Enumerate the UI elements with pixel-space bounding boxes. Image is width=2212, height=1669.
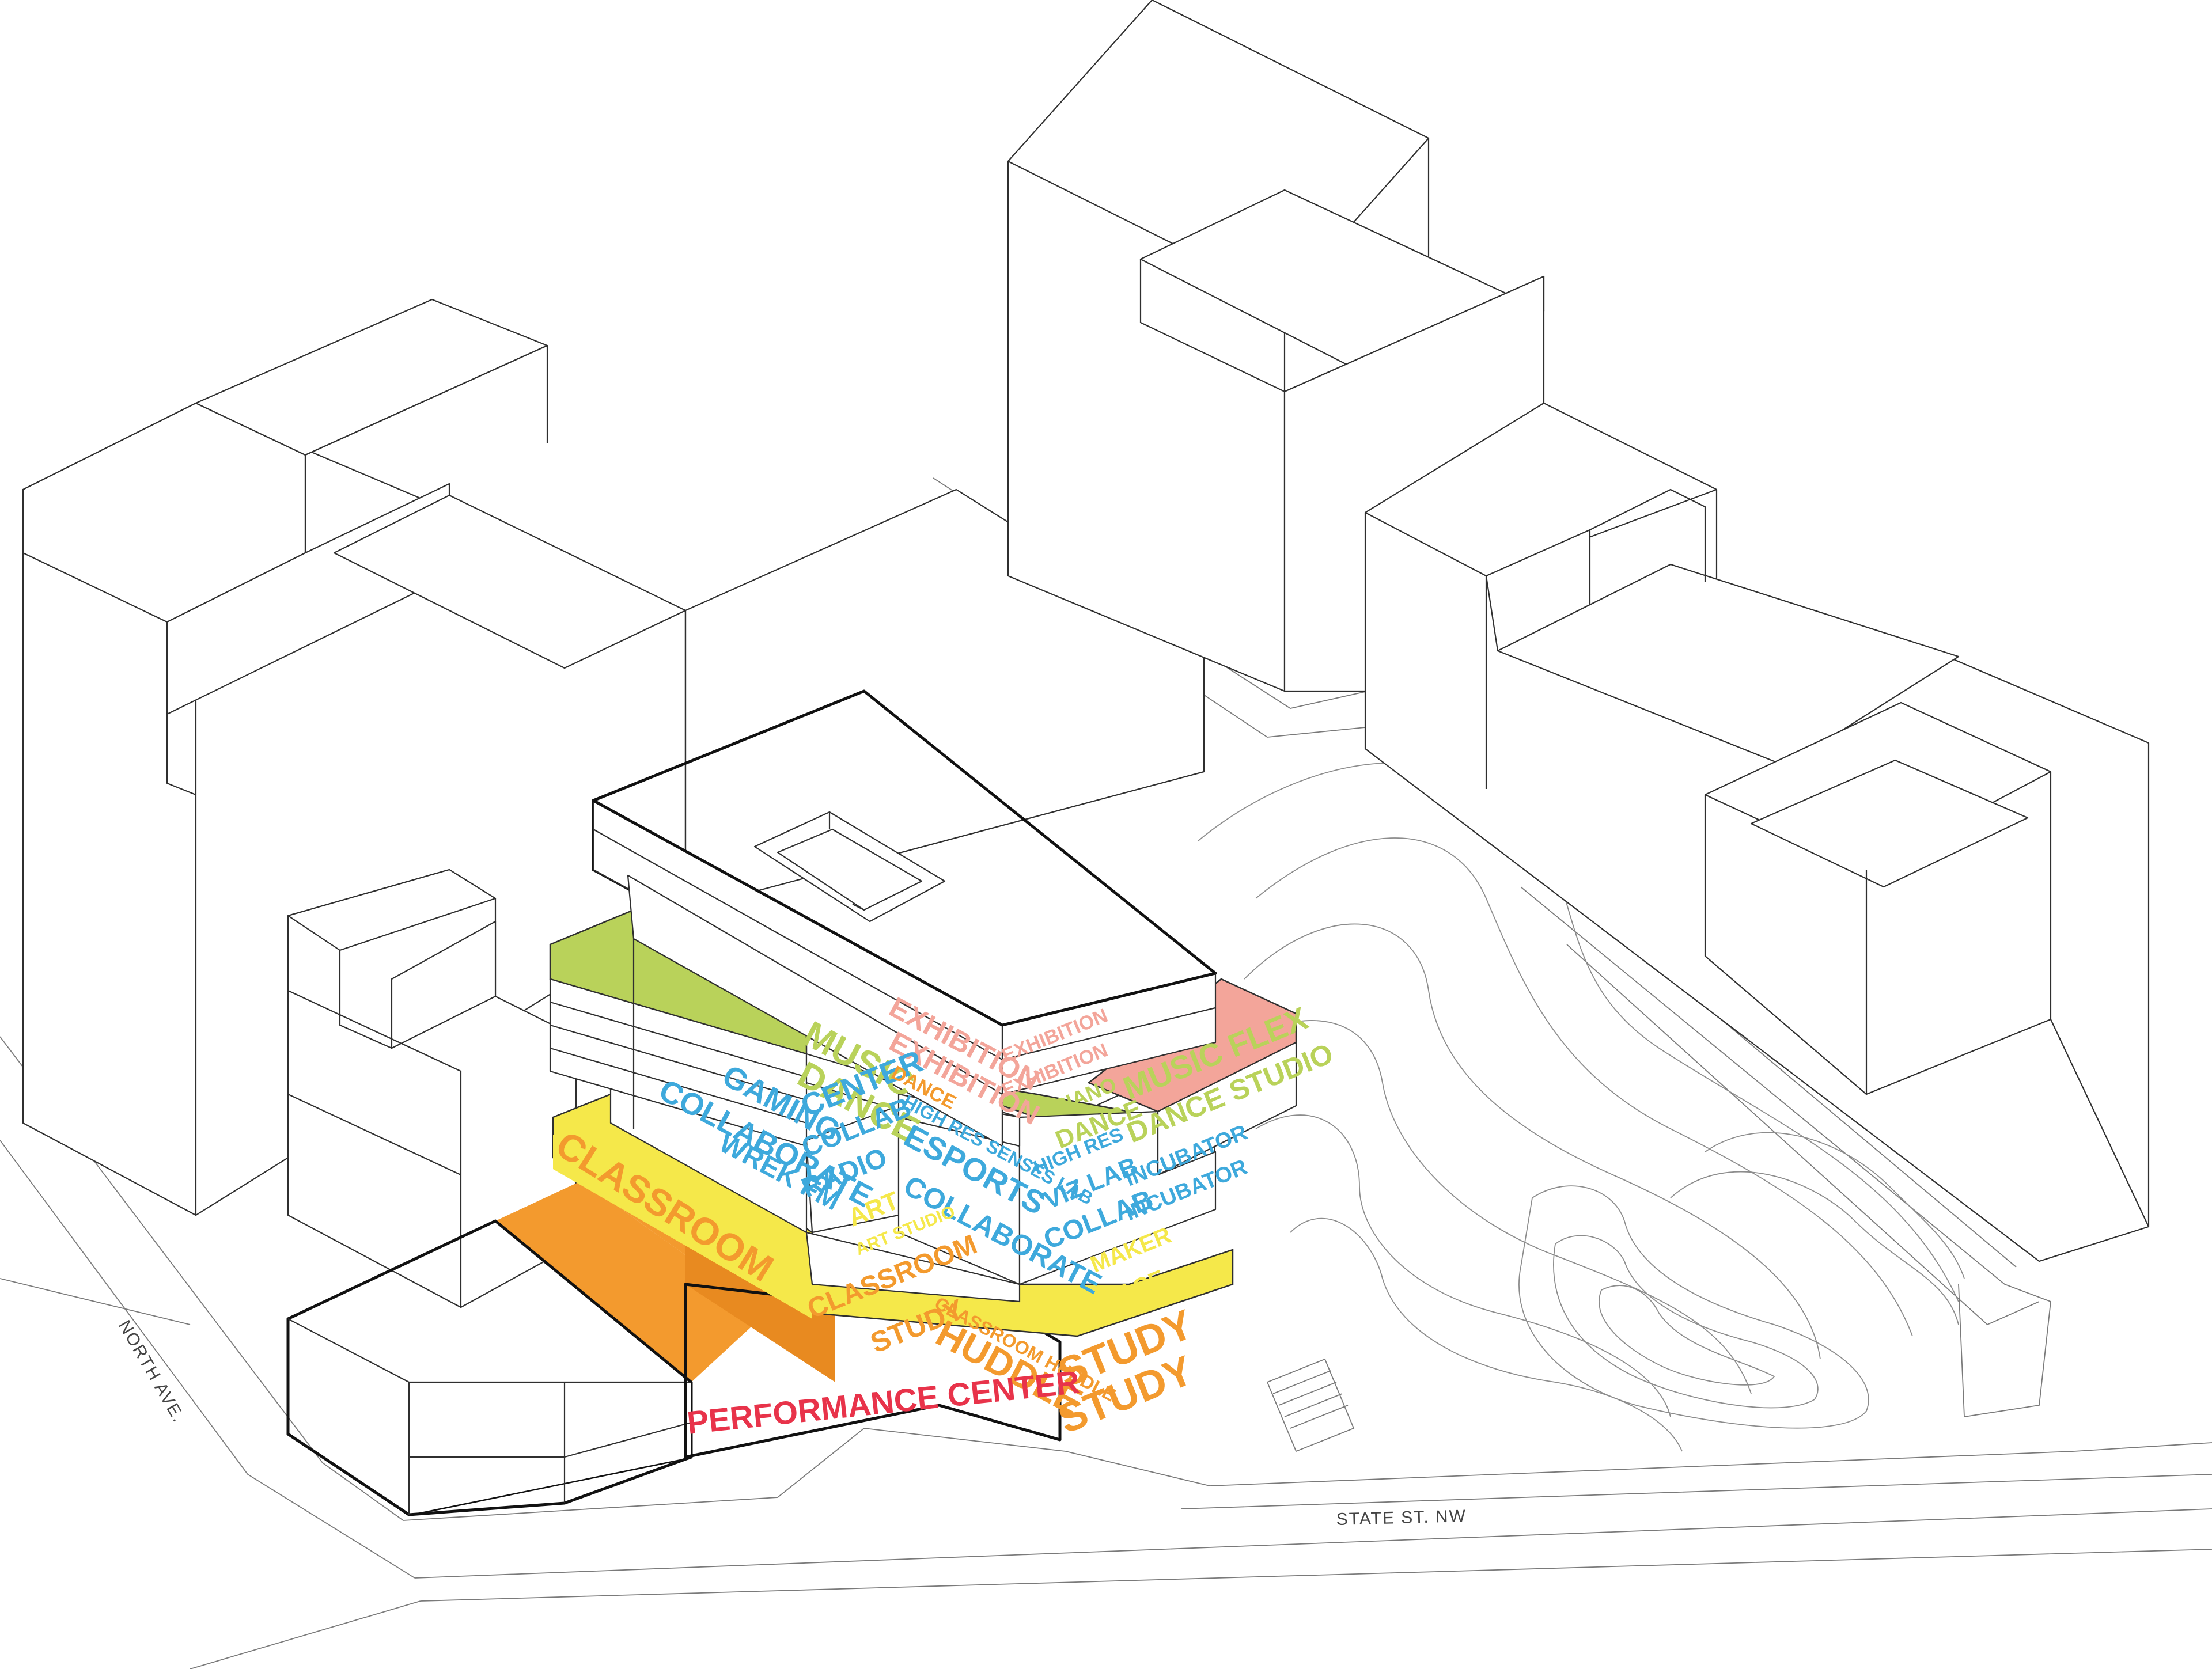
proposed-building [286,689,1297,1516]
street-label-north-ave: NORTH AVE. [115,1317,188,1426]
street-label-state-st: STATE ST. NW [1336,1507,1467,1529]
orange-hall-floor [495,1181,766,1382]
yellow-wall [553,1135,812,1319]
topographic-contours [1198,762,1965,1452]
building-right-block [1364,402,2150,1262]
